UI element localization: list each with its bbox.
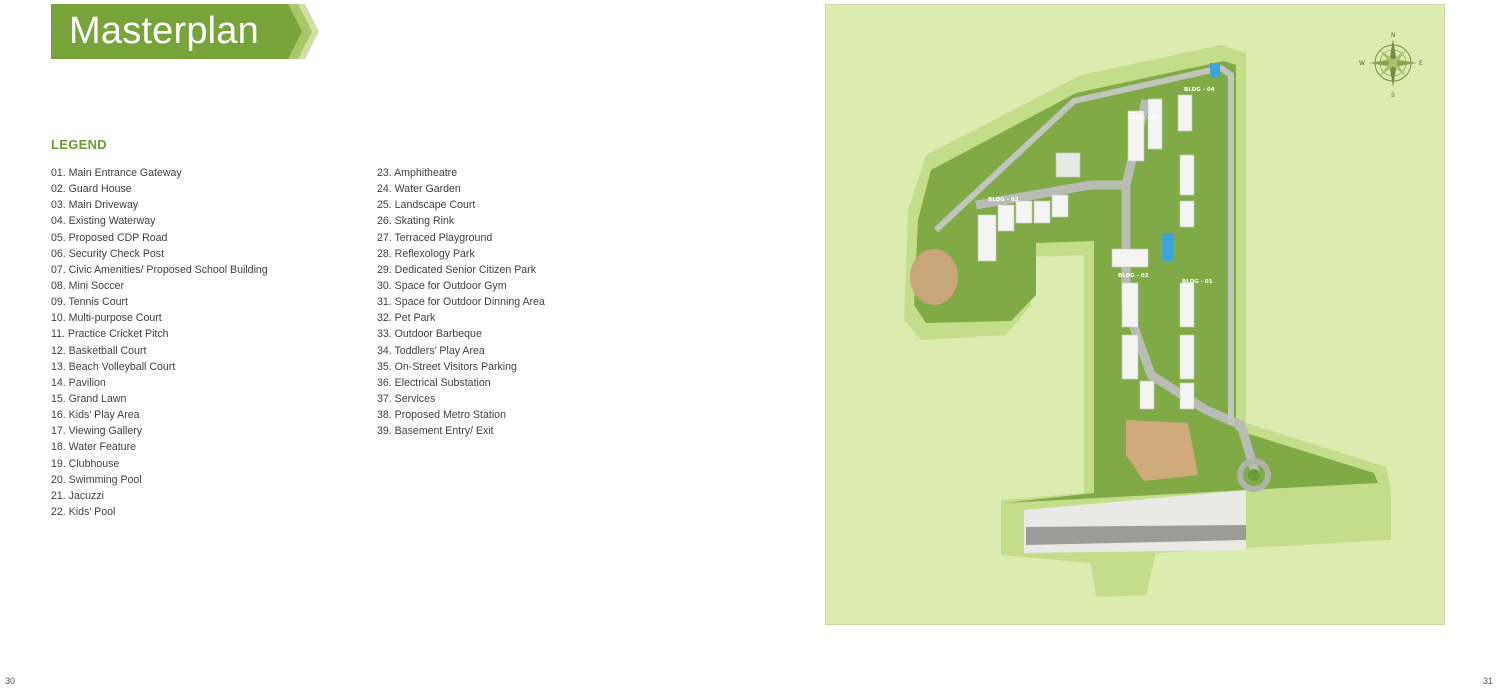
jacuzzi <box>1210 63 1220 77</box>
building-label: BLDG - 03 <box>988 197 1019 203</box>
legend-item: 02. Guard House <box>51 183 132 196</box>
legend-item: 26. Skating Rink <box>377 215 455 228</box>
legend-heading: LEGEND <box>51 137 107 152</box>
legend-item: 11. Practice Cricket Pitch <box>51 328 169 341</box>
legend-item: 06. Security Check Post <box>51 247 165 260</box>
building-label: BLDG - 02 <box>1118 273 1149 279</box>
legend-item: 19. Clubhouse <box>51 457 120 470</box>
building-label: BLDG - 01 <box>1182 279 1213 285</box>
page-number-left: 30 <box>5 676 16 686</box>
legend-item: 24. Water Garden <box>377 183 461 196</box>
legend-item: 20. Swimming Pool <box>51 473 142 486</box>
title-chevron-icon <box>276 4 319 59</box>
legend-item: 35. On-Street Visitors Parking <box>377 360 517 373</box>
building-label: BLDG - 02 <box>1128 115 1159 121</box>
legend-item: 34. Toddlers’ Play Area <box>377 344 485 357</box>
terraced-playground <box>1126 420 1198 481</box>
legend-item: 16. Kids’ Play Area <box>51 409 140 422</box>
peripheral-road <box>933 64 1234 425</box>
page-number-right: 31 <box>1483 676 1494 686</box>
legend-item: 18. Water Feature <box>51 441 136 454</box>
legend-item: 12. Basketball Court <box>51 344 147 357</box>
site-plot <box>914 61 1378 503</box>
legend-item: 13. Beach Volleyball Court <box>51 360 176 373</box>
compass-west: W <box>1359 60 1365 67</box>
legend-item: 17. Viewing Gallery <box>51 425 143 438</box>
cricket-ground <box>910 249 958 305</box>
buildings <box>977 94 1195 410</box>
legend-item: 09. Tennis Court <box>51 296 128 309</box>
roundabout <box>1237 458 1271 492</box>
building-label: BLDG - 04 <box>1184 87 1215 93</box>
legend-item: 38. Proposed Metro Station <box>377 409 506 422</box>
legend-item: 39. Basement Entry/ Exit <box>377 425 494 438</box>
legend-item: 36. Electrical Substation <box>377 376 491 389</box>
legend-item: 30. Space for Outdoor Gym <box>377 279 507 292</box>
compass-north: N <box>1391 32 1396 39</box>
legend-item: 32. Pet Park <box>377 312 436 325</box>
compass-rose-icon: N S E W <box>1359 32 1423 99</box>
legend-item: 31. Space for Outdoor Dinning Area <box>377 296 545 309</box>
legend-item: 15. Grand Lawn <box>51 392 127 405</box>
legend-item: 25. Landscape Court <box>377 199 476 212</box>
legend-item: 37. Services <box>377 392 436 405</box>
compass-south: S <box>1391 92 1395 99</box>
swimming-pool <box>1162 233 1174 261</box>
compass-east: E <box>1419 60 1423 67</box>
legend-item: 04. Existing Waterway <box>51 215 156 228</box>
legend-item: 22. Kids’ Pool <box>51 505 116 518</box>
legend-item: 33. Outdoor Barbeque <box>377 328 482 341</box>
legend-item: 08. Mini Soccer <box>51 279 125 292</box>
legend-item: 14. Pavilion <box>51 376 106 389</box>
masterplan-map: BLDG - 04 BLDG - 03 BLDG - 02 BLDG - 02 … <box>825 4 1445 625</box>
legend-column-2: 23. Amphitheatre 24. Water Garden 25. La… <box>377 165 545 439</box>
legend-item: 03. Main Driveway <box>51 199 139 212</box>
title-banner <box>51 4 294 59</box>
legend-item: 29. Dedicated Senior Citizen Park <box>377 263 536 276</box>
legend-item: 23. Amphitheatre <box>377 167 458 179</box>
legend-item: 21. Jacuzzi <box>51 489 104 502</box>
legend-item: 28. Reflexology Park <box>377 247 475 260</box>
legend-item: 27. Terraced Playground <box>377 231 493 244</box>
legend-item: 10. Multi-purpose Court <box>51 312 162 325</box>
legend-column-1: 01. Main Entrance Gateway 02. Guard Hous… <box>51 165 268 520</box>
legend-item: 01. Main Entrance Gateway <box>51 167 182 179</box>
legend-item: 05. Proposed CDP Road <box>51 231 168 244</box>
legend-item: 07. Civic Amenities/ Proposed School Bui… <box>51 263 268 276</box>
page-title: Masterplan <box>69 10 259 52</box>
